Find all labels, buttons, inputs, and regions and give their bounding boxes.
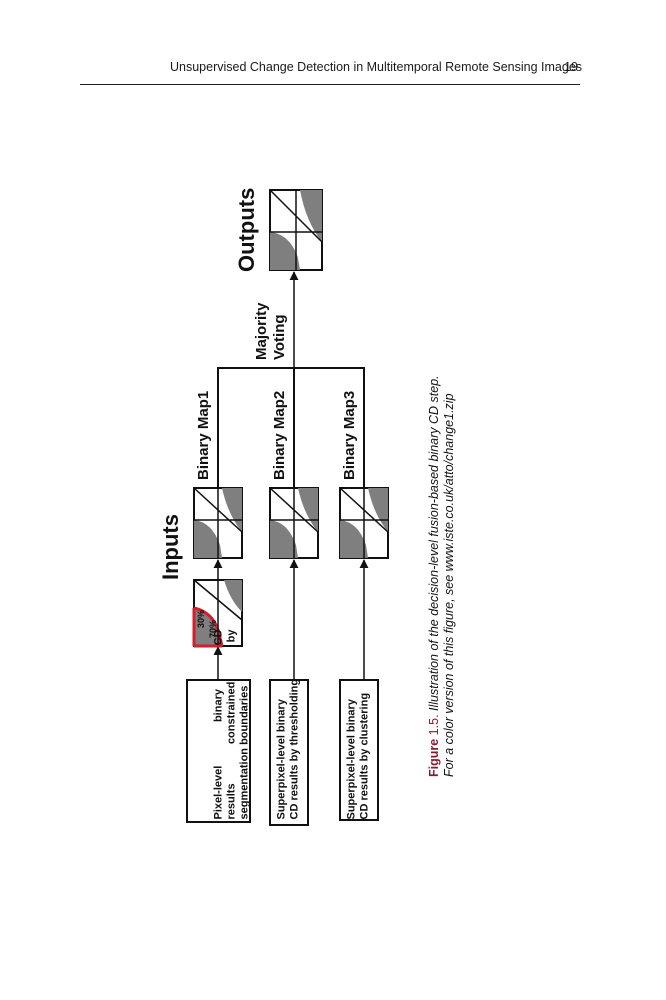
- binary-map-3: [339, 487, 389, 559]
- figure-label: Figure: [427, 738, 441, 777]
- binary-map-2: [269, 487, 319, 559]
- fusion-diagram: 30% 70%: [158, 188, 389, 826]
- binary-map-3-label: Binary Map3: [341, 391, 358, 480]
- page-header: Unsupervised Change Detection in Multite…: [80, 60, 583, 85]
- constrained-map: [192, 579, 243, 648]
- fusion-connector: [217, 367, 365, 488]
- majority-voting-label-line2: Voting: [271, 314, 288, 360]
- page-number: 19: [564, 60, 578, 74]
- majority-voting-label-line1: Majority: [253, 302, 270, 360]
- binary-map-1: [193, 487, 243, 559]
- percent-large-label: 70%: [208, 620, 218, 638]
- output-map: [269, 189, 323, 271]
- source-text-2-line1: Superpixel-level binary: [275, 699, 288, 820]
- figure-number: 1.5.: [427, 714, 441, 736]
- fusion-figure: 30% 70%: [150, 160, 490, 850]
- outputs-title: Outputs: [234, 188, 259, 272]
- binary-map-2-label: Binary Map2: [271, 391, 288, 480]
- source-box-3: [339, 679, 379, 821]
- running-head: Unsupervised Change Detection in Multite…: [170, 60, 583, 74]
- source-text-3-line2: CD results by clustering: [358, 692, 371, 820]
- figure-caption-text: Illustration of the decision-level fusio…: [427, 375, 441, 711]
- source-text-1-line1: Pixel-level binary CD: [212, 629, 225, 820]
- source-box-2: [269, 679, 309, 826]
- binary-map-1-label: Binary Map1: [195, 391, 212, 480]
- source-text-1-line2: results constrained by: [225, 629, 238, 820]
- source-text-3-line1: Superpixel-level binary: [345, 699, 358, 820]
- figure-caption-line1: Figure 1.5. Illustration of the decision…: [427, 277, 441, 777]
- percent-small-label: 30%: [196, 610, 206, 628]
- source-box-1: [186, 679, 251, 823]
- inputs-title: Inputs: [158, 514, 183, 580]
- figure-caption-line2: For a color version of this figure, see …: [442, 393, 456, 777]
- source-text-2-line2: CD results by thresholding: [288, 678, 301, 820]
- source-text-1-line3: segmentation boundaries: [238, 685, 251, 820]
